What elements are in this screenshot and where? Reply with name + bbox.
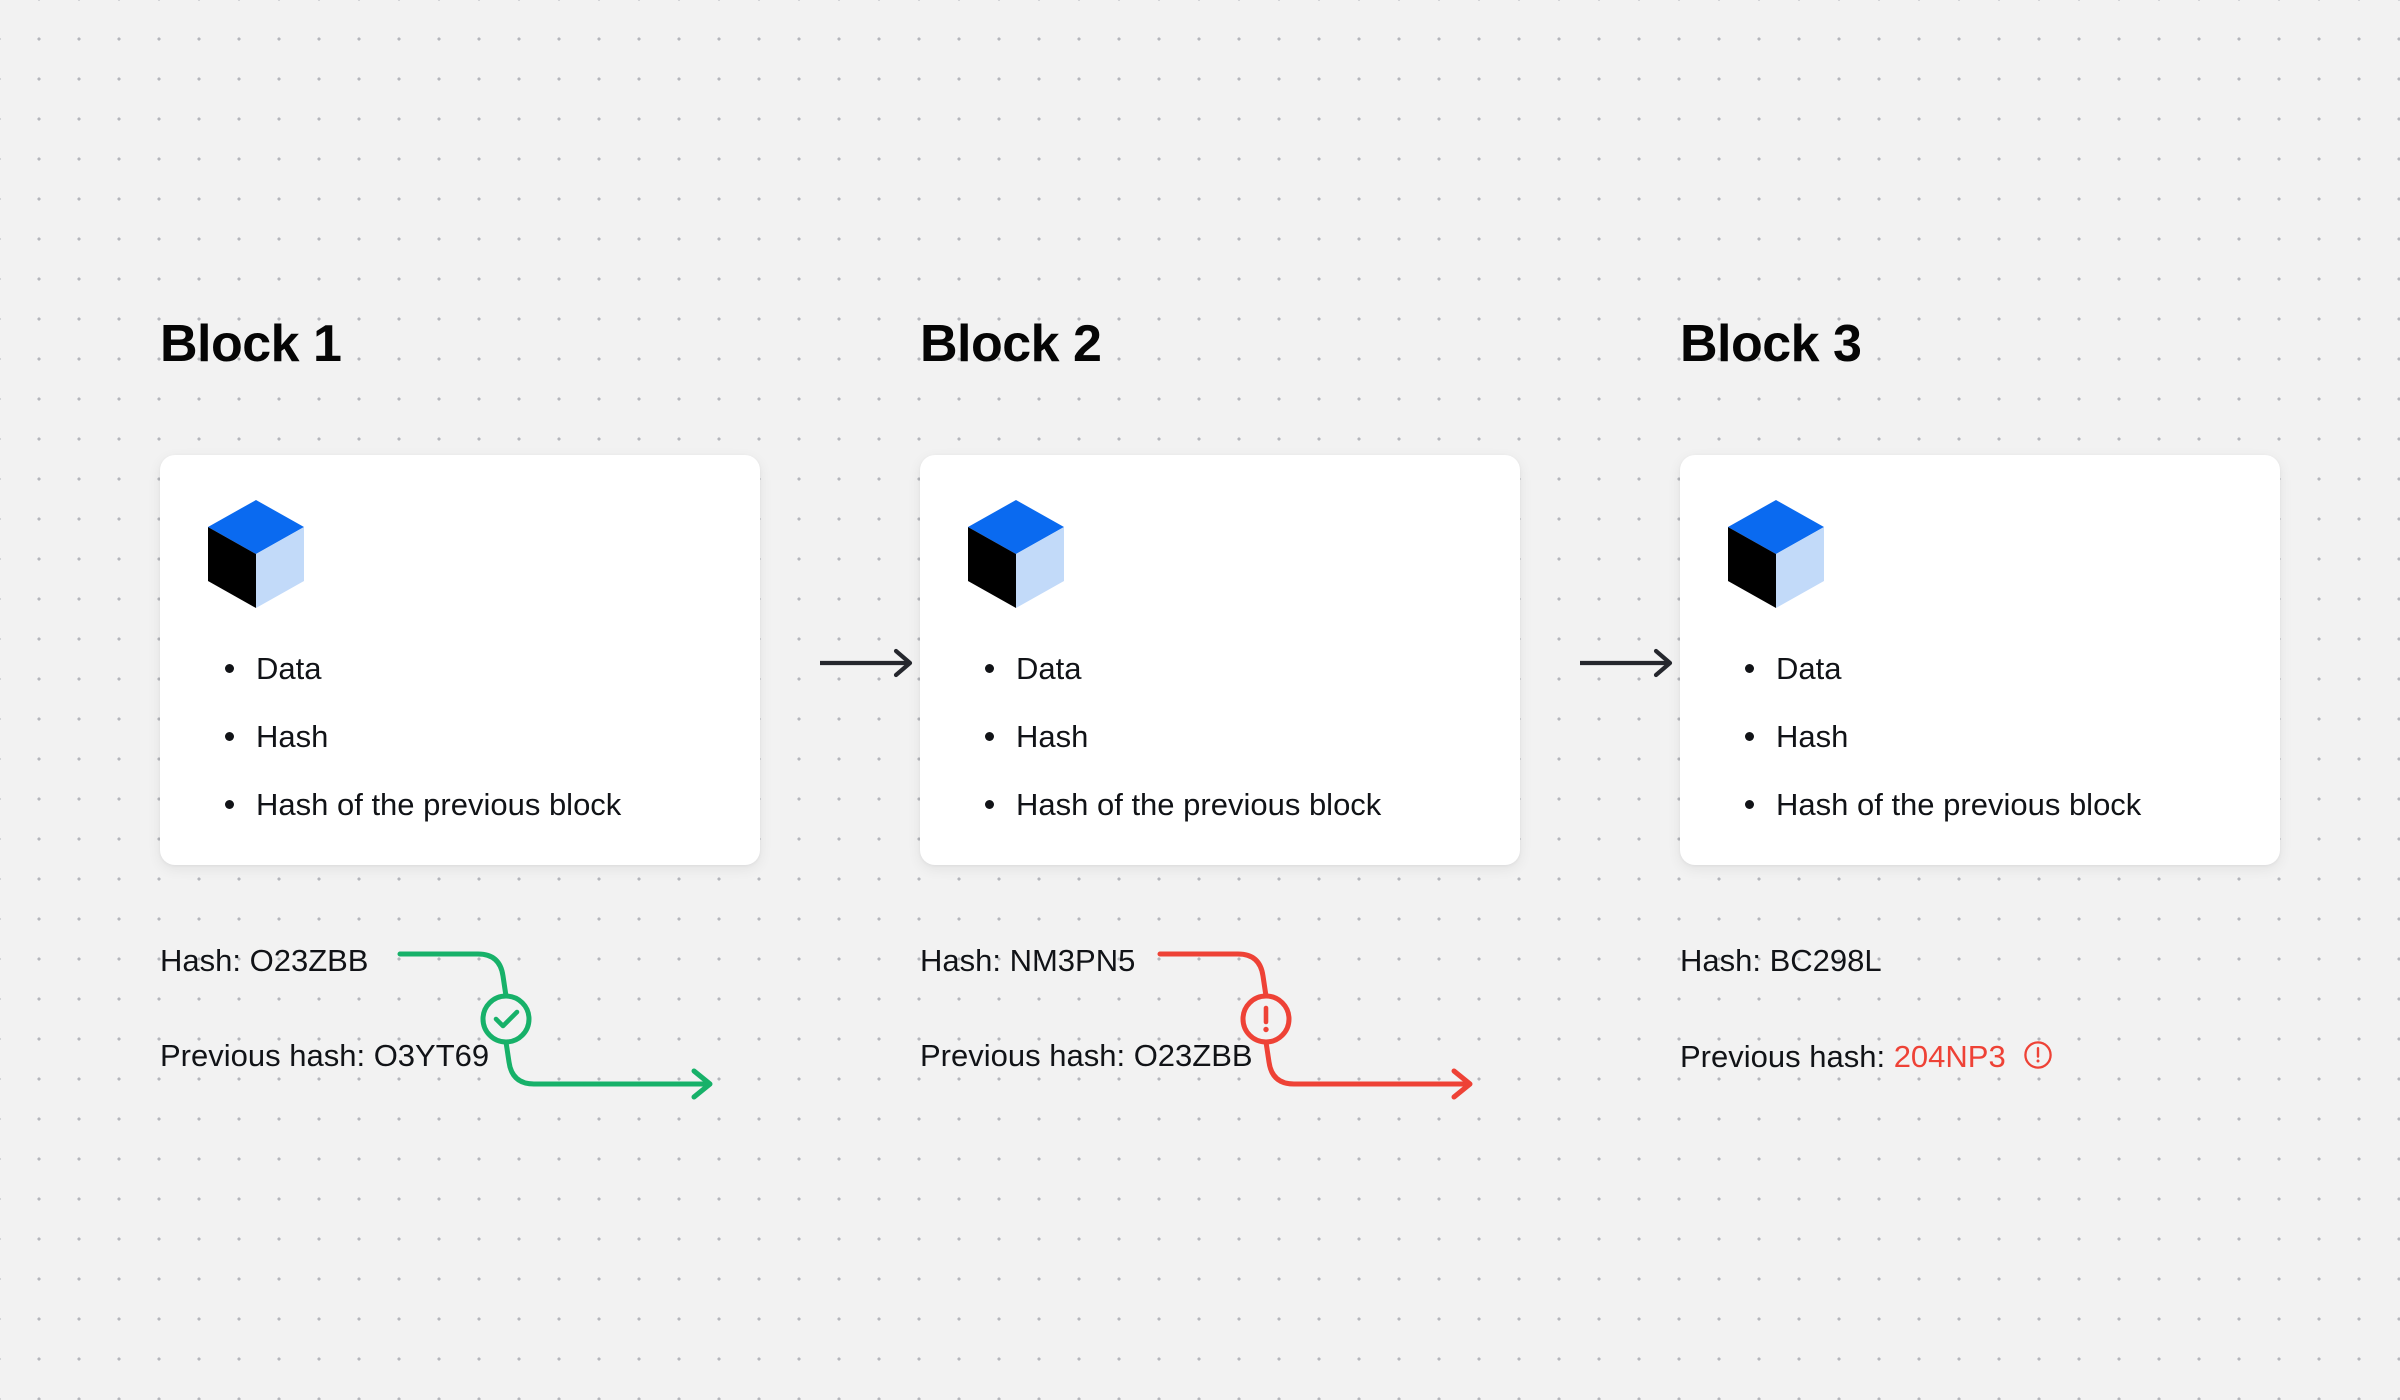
list-item: Data [976,653,1381,684]
cube-icon [968,500,1064,608]
list-item: Data [1736,653,2141,684]
flow-arrow-1-to-2 [820,648,920,678]
list-item: Hash [976,721,1381,752]
block-title-2: Block 2 [920,315,1102,373]
block-previous-hash-3: Previous hash: 204NP3 [1680,1040,2053,1072]
block-column-2: Block 2 Data Hash Hash of the previous b… [920,0,1540,1400]
previous-hash-value: O3YT69 [373,1038,490,1073]
cube-icon [208,500,304,608]
block-column-3: Block 3 Data Hash Hash of the previous b… [1680,0,2300,1400]
block-previous-hash-1: Previous hash: O3YT69 [160,1040,489,1071]
list-item: Data [216,653,621,684]
previous-hash-value: O23ZBB [1133,1038,1253,1073]
list-item: Hash [1736,721,2141,752]
block-title-1: Block 1 [160,315,342,373]
cube-icon [1728,500,1824,608]
previous-hash-label: Previous hash: [920,1038,1126,1073]
list-item: Hash [216,721,621,752]
block-card-1[interactable]: Data Hash Hash of the previous block [160,455,760,865]
list-item: Hash of the previous block [1736,789,2141,820]
previous-hash-label: Previous hash: [1680,1039,1886,1074]
alert-circle-icon [2023,1040,2053,1070]
chain-link-valid-1-to-2 [397,930,800,1100]
block-contents-1: Data Hash Hash of the previous block [216,653,621,820]
previous-hash-label: Previous hash: [160,1038,366,1073]
chain-link-invalid-2-to-3 [1157,930,1560,1100]
check-icon [493,1009,520,1029]
block-contents-2: Data Hash Hash of the previous block [976,653,1381,820]
alert-dot-icon [1263,1026,1269,1033]
list-item: Hash of the previous block [976,789,1381,820]
block-hash-1: Hash: O23ZBB [160,943,369,978]
block-hash-3: Hash: BC298L [1680,943,1882,978]
previous-hash-value-invalid: 204NP3 [1893,1039,2006,1074]
block-title-3: Block 3 [1680,315,1862,373]
flow-arrow-2-to-3 [1580,648,1680,678]
block-card-2[interactable]: Data Hash Hash of the previous block [920,455,1520,865]
block-hash-2: Hash: NM3PN5 [920,943,1136,978]
block-previous-hash-2: Previous hash: O23ZBB [920,1040,1253,1071]
block-contents-3: Data Hash Hash of the previous block [1736,653,2141,820]
block-card-3[interactable]: Data Hash Hash of the previous block [1680,455,2280,865]
block-column-1: Block 1 Data Hash Hash of the previous b… [160,0,780,1400]
list-item: Hash of the previous block [216,789,621,820]
